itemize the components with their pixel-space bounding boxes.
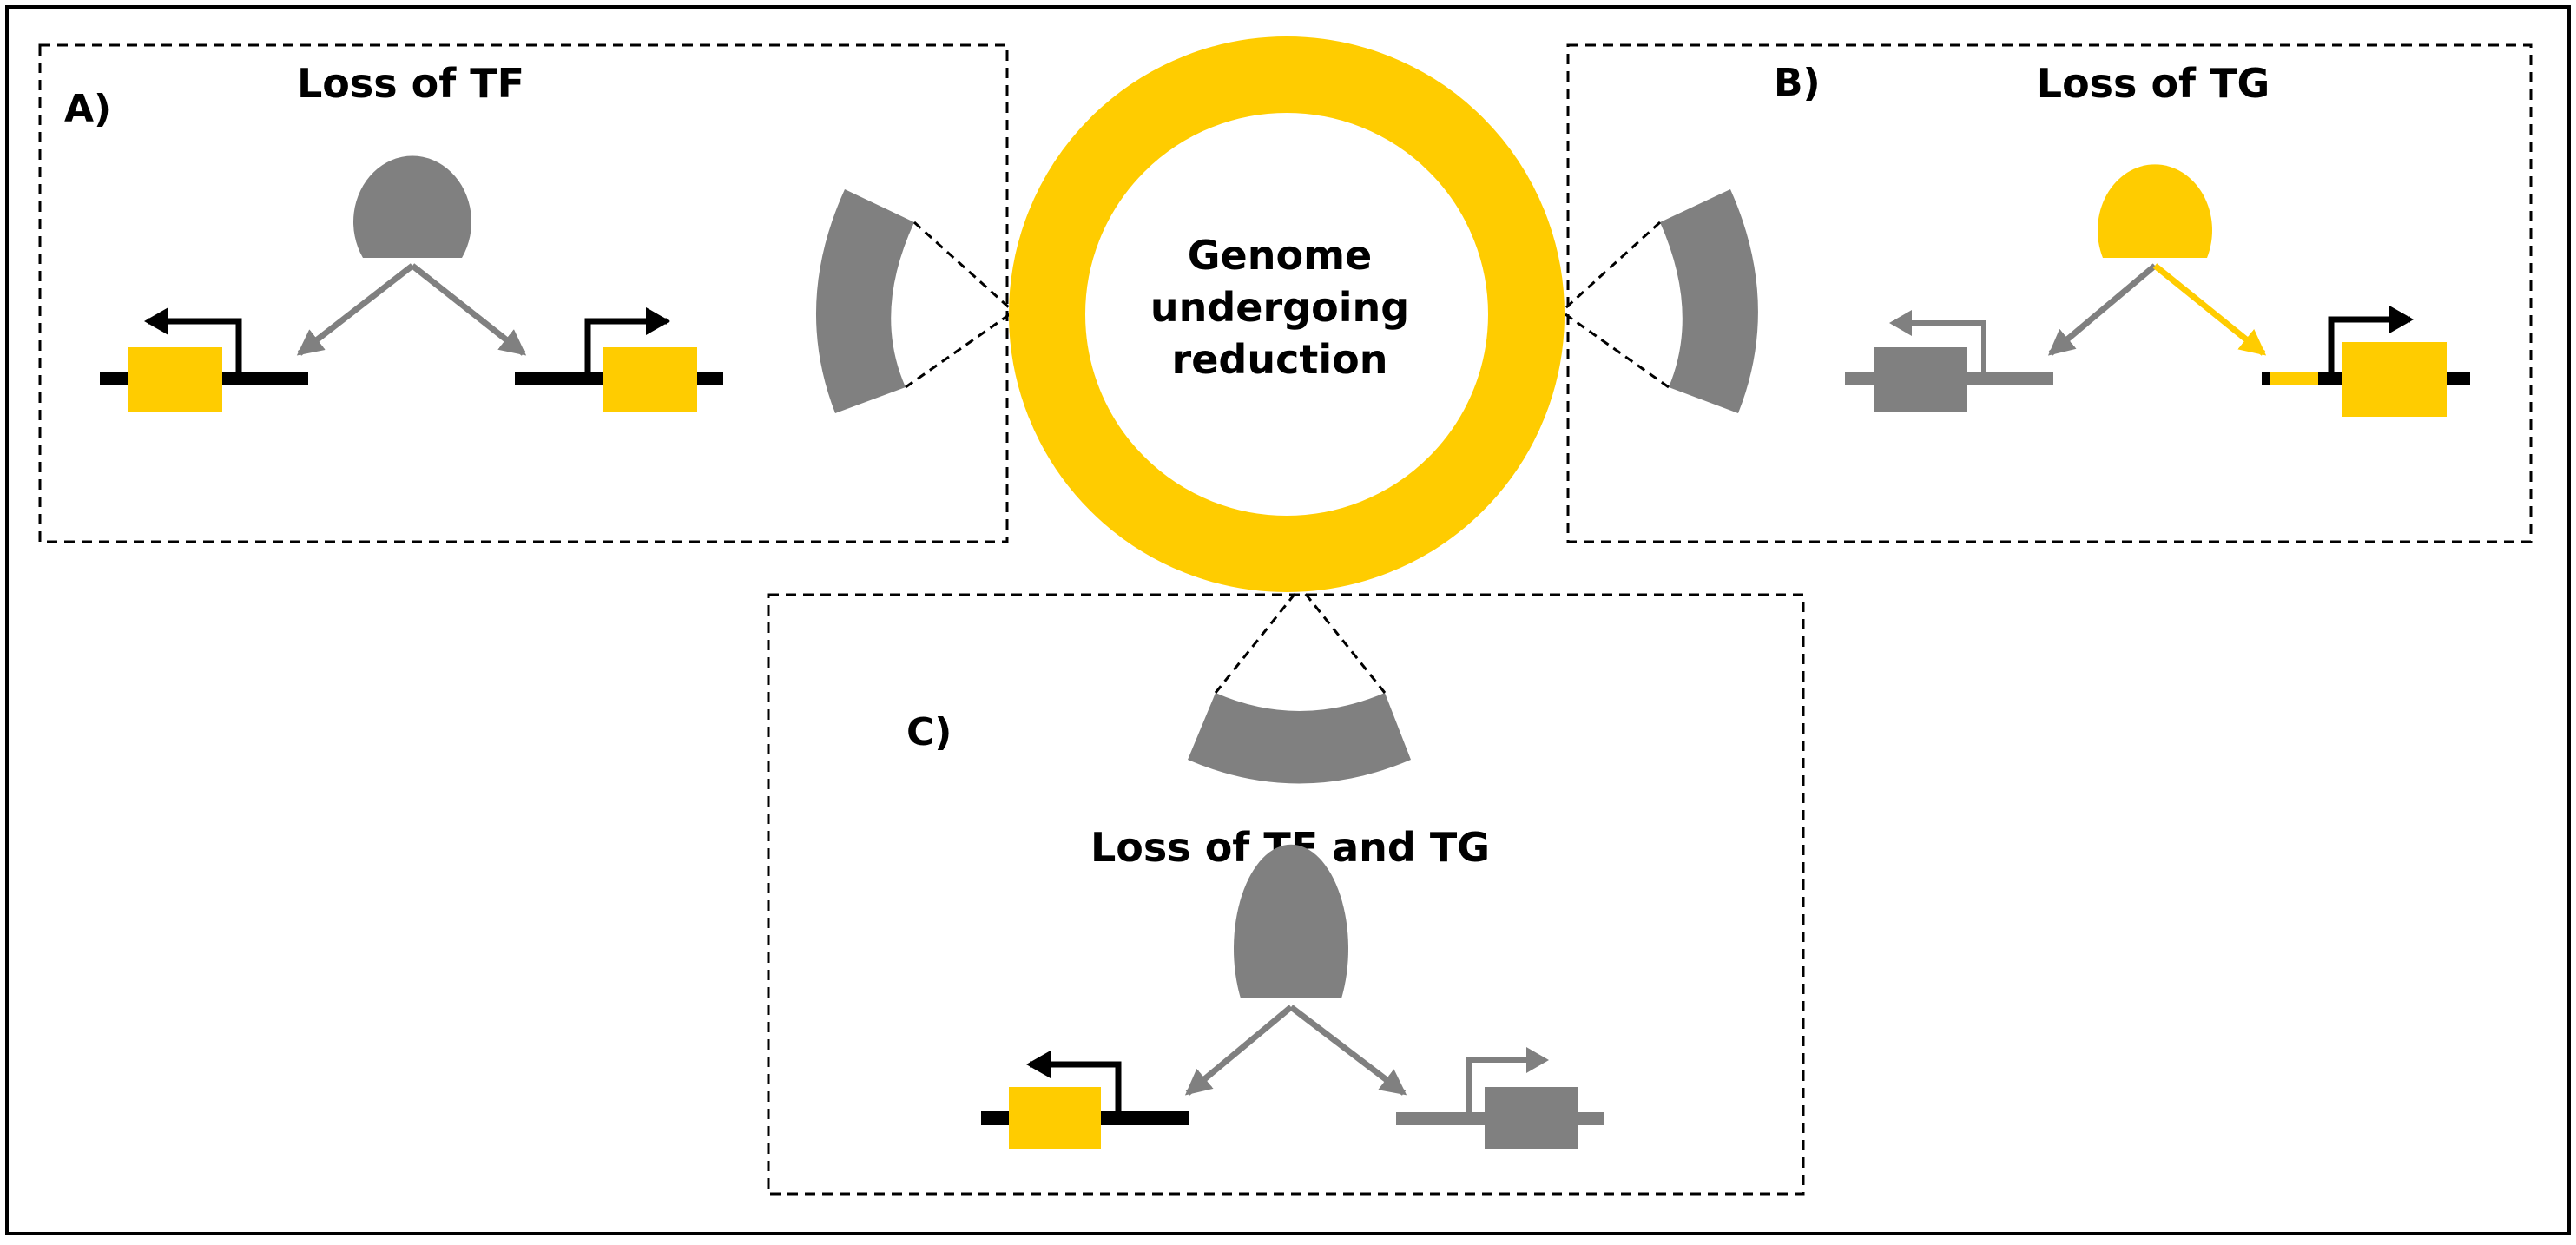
promoter-arrow-b-right <box>2328 306 2414 372</box>
gene-box-b-right <box>2342 342 2447 417</box>
panel-b-title: Loss of TG <box>2037 60 2270 107</box>
promoter-arrow-a-right <box>584 307 670 372</box>
gene-box-c-right <box>1485 1087 1578 1149</box>
panel-a-title: Loss of TF <box>297 60 524 107</box>
gene-box-c-left <box>1009 1087 1101 1149</box>
zoom-line-c-right <box>1302 591 1387 694</box>
zoom-line-b-top <box>1564 221 1662 310</box>
zoom-wedge-a <box>815 189 1011 413</box>
panel-c-letter: C) <box>906 710 952 754</box>
panel-a-frame <box>38 43 1009 543</box>
tf-protein-c <box>1234 844 1348 998</box>
regulation-arrow-b-right <box>2152 263 2267 356</box>
regulation-arrow-a-right <box>410 263 527 356</box>
zoom-line-a-bottom <box>905 313 1011 389</box>
promoter-arrow-a-left <box>144 307 242 372</box>
regulation-arrow-a-left <box>296 263 415 356</box>
gene-box-b-left <box>1874 347 1967 412</box>
gene-box-a-right <box>603 347 697 412</box>
zoom-line-a-top <box>912 221 1011 310</box>
zoom-line-b-bottom <box>1565 313 1670 389</box>
genome-segment-c <box>1188 693 1411 784</box>
promoter-arrow-b-left <box>1889 310 1986 372</box>
zoom-wedge-c <box>1188 591 1411 784</box>
genome-label-line-1: Genome <box>1188 232 1372 279</box>
tf-protein-a <box>353 155 471 258</box>
panel-a: A) Loss of TF <box>38 43 1009 543</box>
genome-segment-a <box>815 189 914 413</box>
regulation-arrow-c-left <box>1184 1005 1294 1096</box>
genome-label-line-3: reduction <box>1172 336 1388 383</box>
gene-segment-b-small <box>2270 372 2318 385</box>
regulation-arrow-b-left <box>2047 263 2158 356</box>
panel-b-letter: B) <box>1774 61 1821 105</box>
regulation-arrow-c-right <box>1288 1005 1407 1096</box>
genome-label-line-2: undergoing <box>1150 284 1409 331</box>
panel-b: B) Loss of TG <box>1566 43 2533 543</box>
figure-border <box>5 5 2571 1235</box>
promoter-arrow-c-left <box>1026 1051 1122 1111</box>
genome-circle <box>1009 36 1565 592</box>
genome-ring: Genome undergoing reduction <box>1009 36 1565 592</box>
genome-segment-b <box>1660 189 1758 413</box>
tf-protein-b <box>2098 164 2212 258</box>
zoom-line-c-left <box>1214 591 1298 694</box>
panel-a-letter: A) <box>64 87 111 131</box>
panel-c: C) Loss of TF and TG <box>767 593 1805 1196</box>
zoom-wedge-b <box>1564 189 1758 413</box>
promoter-arrow-c-right <box>1466 1047 1549 1112</box>
gene-box-a-left <box>128 347 222 412</box>
